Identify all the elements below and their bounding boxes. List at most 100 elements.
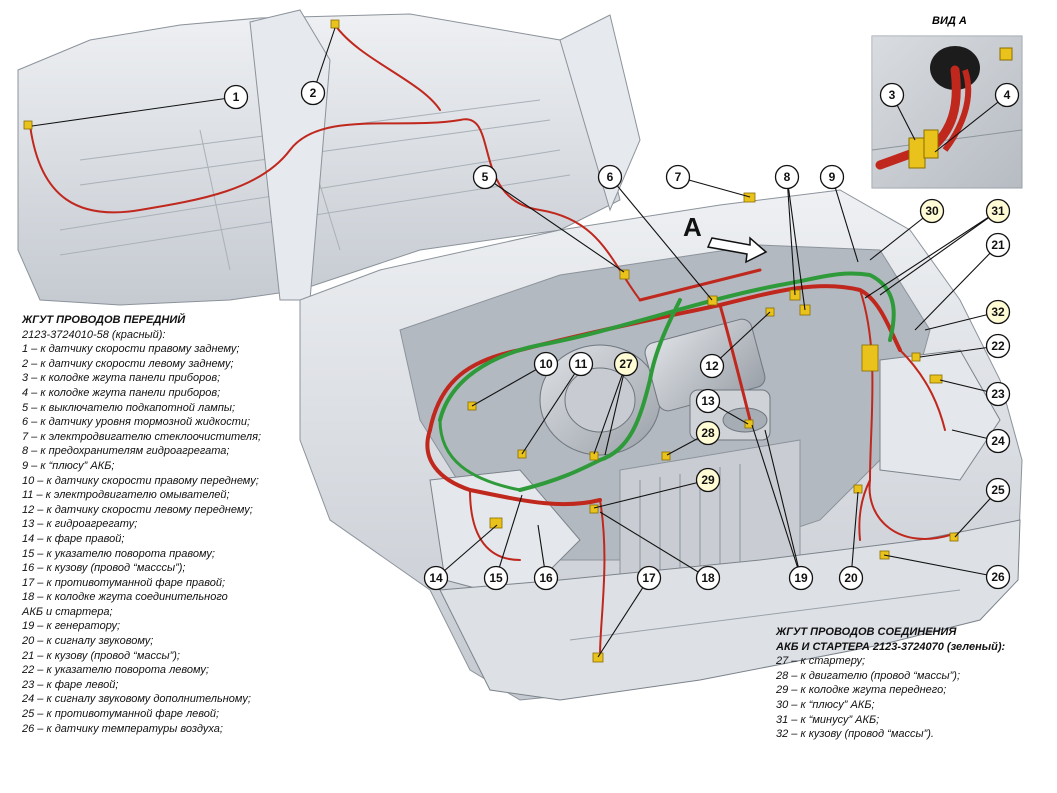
battery-harness-part-number: АКБ И СТАРТЕРА 2123-3724070 (зеленый): <box>776 640 1006 653</box>
front-harness-legend-item: 14 – к фаре правой; <box>22 532 125 545</box>
legend-front-harness: ЖГУТ ПРОВОДОВ ПЕРЕДНИЙ 2123-3724010-58 (… <box>22 313 261 736</box>
svg-text:7: 7 <box>675 170 682 184</box>
svg-text:31: 31 <box>991 204 1005 218</box>
svg-text:А: А <box>683 212 702 242</box>
svg-text:12: 12 <box>705 359 719 373</box>
front-harness-legend-item: 16 – к кузову (провод “масссы”); <box>22 562 186 575</box>
front-harness-legend-item: 18 – к колодке жгута соединительного <box>22 591 228 604</box>
svg-text:32: 32 <box>991 305 1005 319</box>
callout-23: 23 <box>985 381 1011 407</box>
callout-9: 9 <box>819 164 845 190</box>
callout-8: 8 <box>774 164 800 190</box>
front-harness-legend-item: 22 – к указателю поворота левому; <box>22 664 209 677</box>
battery-harness-legend-item: 28 – к двигателю (провод “массы”); <box>776 669 961 682</box>
svg-text:23: 23 <box>991 387 1005 401</box>
battery-harness-legend-item: 27 – к стартеру; <box>776 655 866 668</box>
callout-25: 25 <box>985 477 1011 503</box>
front-harness-legend-item: 2 – к датчику скорости левому заднему; <box>22 357 234 370</box>
front-harness-title: ЖГУТ ПРОВОДОВ ПЕРЕДНИЙ <box>22 314 186 326</box>
front-harness-legend-item: 13 – к гидроагрегату; <box>22 518 138 531</box>
svg-text:25: 25 <box>991 483 1005 497</box>
battery-harness-legend-item: 30 – к “плюсу” АКБ; <box>776 698 875 711</box>
svg-text:10: 10 <box>539 357 553 371</box>
svg-text:18: 18 <box>701 571 715 585</box>
battery-harness-legend-item: 31 – к “минусу” АКБ; <box>776 713 880 726</box>
svg-text:21: 21 <box>991 238 1005 252</box>
svg-text:4: 4 <box>1004 88 1011 102</box>
svg-text:20: 20 <box>844 571 858 585</box>
front-harness-legend-item: 12 – к датчику скорости левому переднему… <box>22 503 253 516</box>
front-harness-legend-item: 19 – к генератору; <box>22 620 121 633</box>
svg-text:24: 24 <box>991 434 1005 448</box>
callout-28: 28 <box>695 420 721 446</box>
svg-text:11: 11 <box>575 357 588 371</box>
battery-harness-legend-item: 29 – к колодке жгута переднего; <box>776 684 947 697</box>
svg-text:2: 2 <box>310 86 317 100</box>
svg-text:1: 1 <box>233 90 240 104</box>
callout-2: 2 <box>300 80 326 106</box>
callout-3: 3 <box>879 82 905 108</box>
front-harness-legend-item: 21 – к кузову (провод “массы”); <box>22 649 180 662</box>
front-harness-legend-item: 23 – к фаре левой; <box>22 678 119 691</box>
front-harness-legend-item: 8 – к предохранителям гидроагрегата; <box>22 445 230 458</box>
svg-text:13: 13 <box>701 394 715 408</box>
front-harness-legend-item: 10 – к датчику скорости правому переднем… <box>22 474 259 487</box>
callout-13: 13 <box>695 388 721 414</box>
svg-text:15: 15 <box>489 571 503 585</box>
callout-18: 18 <box>695 565 721 591</box>
svg-text:3: 3 <box>889 88 896 102</box>
callout-21: 21 <box>985 232 1011 258</box>
front-harness-legend-item: 1 – к датчику скорости правому заднему; <box>22 343 240 356</box>
callout-6: 6 <box>597 164 623 190</box>
view-a-inset <box>871 35 1023 189</box>
svg-text:28: 28 <box>701 426 715 440</box>
front-harness-legend-item: 15 – к указателю поворота правому; <box>22 547 215 560</box>
view-a-title: ВИД А <box>932 15 967 27</box>
svg-text:14: 14 <box>429 571 443 585</box>
callout-24: 24 <box>985 428 1011 454</box>
front-harness-legend-item: 5 – к выключателю подкапотной лампы; <box>22 401 236 414</box>
battery-harness-title: ЖГУТ ПРОВОДОВ СОЕДИНЕНИЯ <box>776 626 957 638</box>
front-harness-legend-item: 7 – к электродвигателю стеклоочистителя; <box>22 430 262 443</box>
front-harness-legend-item: 24 – к сигналу звуковому дополнительному… <box>22 693 251 706</box>
callout-32: 32 <box>985 299 1011 325</box>
callout-12: 12 <box>699 353 725 379</box>
callout-19: 19 <box>788 565 814 591</box>
front-harness-legend-item: АКБ и стартера; <box>22 605 113 618</box>
view-a-arrow: А <box>683 212 768 264</box>
callout-27: 27 <box>613 351 639 377</box>
svg-text:27: 27 <box>619 357 633 371</box>
front-harness-legend-item: 9 – к “плюсу” АКБ; <box>22 459 115 472</box>
callout-14: 14 <box>423 565 449 591</box>
callout-16: 16 <box>533 565 559 591</box>
svg-text:26: 26 <box>991 570 1005 584</box>
callout-15: 15 <box>483 565 509 591</box>
front-harness-legend-item: 25 – к противотуманной фаре левой; <box>22 708 220 721</box>
callout-5: 5 <box>472 164 498 190</box>
svg-text:9: 9 <box>829 170 836 184</box>
callout-17: 17 <box>636 565 662 591</box>
callout-29: 29 <box>695 467 721 493</box>
front-harness-legend-item: 3 – к колодке жгута панели приборов; <box>22 372 221 385</box>
svg-text:5: 5 <box>482 170 489 184</box>
callout-20: 20 <box>838 565 864 591</box>
front-harness-part-number: 2123-3724010-58 (красный): <box>22 328 166 341</box>
callout-11: 11 <box>568 351 594 377</box>
callout-7: 7 <box>665 164 691 190</box>
callout-4: 4 <box>994 82 1020 108</box>
battery-harness-legend-item: 32 – к кузову (провод “массы”). <box>776 728 934 741</box>
front-harness-legend-item: 4 – к колодке жгута панели приборов; <box>22 386 221 399</box>
svg-text:22: 22 <box>991 339 1005 353</box>
front-harness-legend-item: 26 – к датчику температуры воздуха; <box>22 722 223 735</box>
leader-lines <box>31 27 1008 658</box>
callout-26: 26 <box>985 564 1011 590</box>
svg-text:30: 30 <box>925 204 939 218</box>
svg-text:8: 8 <box>784 170 791 184</box>
callout-10: 10 <box>533 351 559 377</box>
svg-text:6: 6 <box>607 170 614 184</box>
svg-text:29: 29 <box>701 473 715 487</box>
front-harness-legend-item: 11 – к электродвигателю омывателей; <box>22 489 230 502</box>
legend-battery-harness: ЖГУТ ПРОВОДОВ СОЕДИНЕНИЯ АКБ И СТАРТЕРА … <box>776 625 1005 742</box>
